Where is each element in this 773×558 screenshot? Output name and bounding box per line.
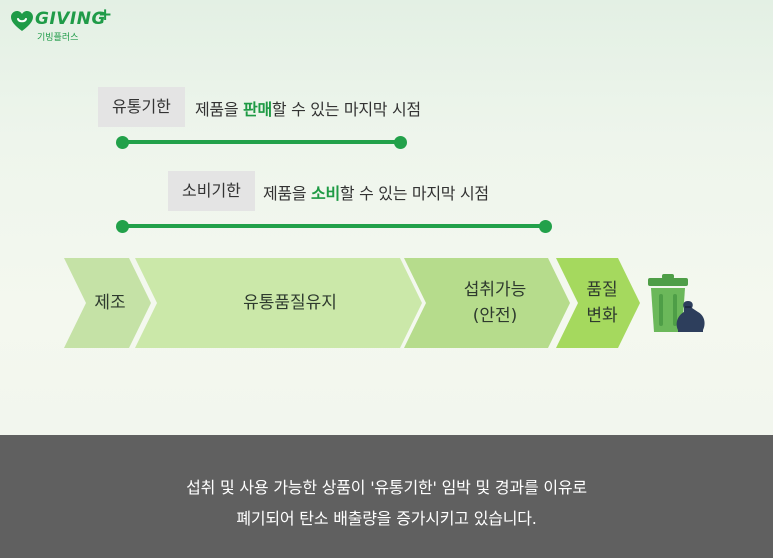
timeline-start-dot: [116, 136, 129, 149]
desc-text: 할 수 있는 마지막 시점: [339, 184, 489, 203]
stage-shape: [404, 258, 570, 348]
stage-label-quality-change: 품질 변화: [574, 277, 630, 329]
desc-text: 제품을: [263, 184, 312, 203]
diagram-area: GIVING + 기빙플러스 유통기한 제품을 판매할 수 있는 마지막 시점 …: [11, 5, 705, 348]
desc-text: 제품을: [195, 100, 244, 119]
stage-label-line: 제조: [94, 293, 126, 313]
timeline-end-dot: [539, 220, 552, 233]
timeline-end-dot: [394, 136, 407, 149]
timeline-start-dot: [116, 220, 129, 233]
caption-line-1: 섭취 및 사용 가능한 상품이 '유통기한' 임박 및 경과를 이유로: [186, 478, 587, 497]
caption-line-2: 폐기되어 탄소 배출량을 증가시키고 있습니다.: [236, 509, 537, 528]
stage-chevron-quality-change: [556, 258, 640, 348]
stage-chevron-distribution: [135, 258, 422, 348]
caption-band: 섭취 및 사용 가능한 상품이 '유통기한' 임박 및 경과를 이유로 폐기되어…: [0, 435, 773, 558]
heart-logo-icon: [11, 11, 33, 31]
stage-label-distribution: 유통품질유지: [175, 290, 405, 316]
desc-emphasis: 소비: [311, 184, 340, 203]
logo-wordmark: GIVING: [35, 9, 106, 29]
term-description-consumption: 제품을 소비할 수 있는 마지막 시점: [263, 180, 489, 204]
stage-label-line: (안전): [472, 306, 518, 326]
term-description-distribution: 제품을 판매할 수 있는 마지막 시점: [195, 96, 421, 120]
term-tag-consumption: 소비기한: [168, 171, 255, 211]
stage-label-line: 섭취가능: [463, 280, 527, 300]
timeline-bar-consumption: [122, 224, 546, 228]
stage-label-line: 품질: [586, 280, 618, 300]
stage-chevron-manufacture: [64, 258, 151, 348]
stage-shape: [556, 258, 640, 348]
logo-subtitle: 기빙플러스: [37, 33, 79, 43]
timeline-bar-distribution: [122, 140, 402, 144]
desc-emphasis: 판매: [243, 100, 272, 119]
term-tag-distribution: 유통기한: [98, 87, 185, 127]
trash-bin-icon: [648, 274, 705, 332]
stage-shape: [135, 258, 422, 348]
stage-label-manufacture: 제조: [80, 290, 140, 316]
stage-label-line: 변화: [586, 306, 618, 326]
stage-shape: [64, 258, 151, 348]
desc-text: 할 수 있는 마지막 시점: [271, 100, 421, 119]
stage-chevron-edible: [404, 258, 570, 348]
stage-label-line: 유통품질유지: [243, 293, 337, 313]
logo-plus: +: [98, 5, 113, 25]
stage-label-edible: 섭취가능 (안전): [430, 277, 560, 329]
